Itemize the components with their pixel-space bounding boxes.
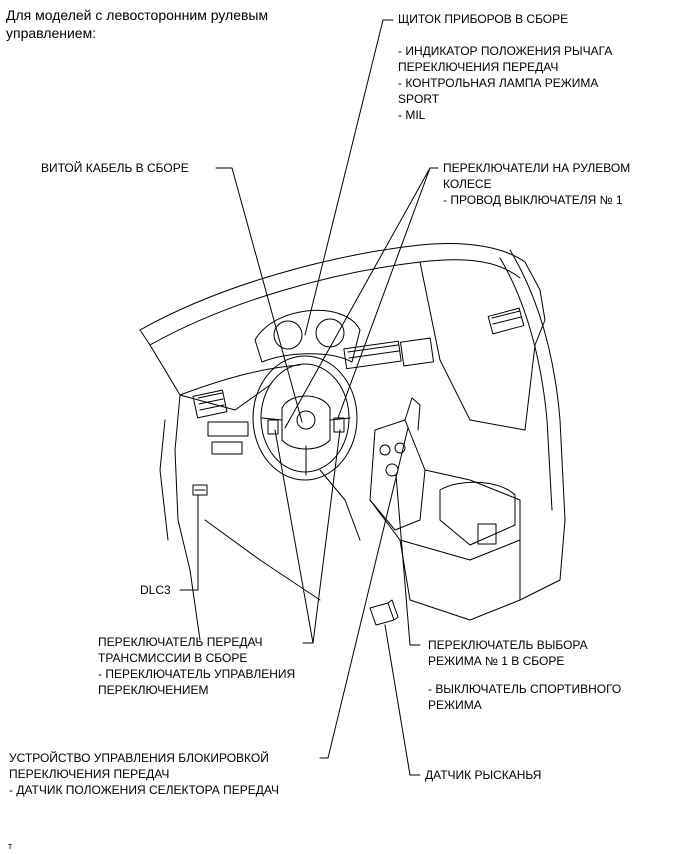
center-vent-slats [347,344,400,359]
steering-emblem [296,410,316,430]
steering-wheel-outer [252,355,358,481]
label-instrument-cluster: ЩИТОК ПРИБОРОВ В СБОРЕ - ИНДИКАТОР ПОЛОЖ… [398,11,612,123]
shift-switch-item-1: - ПЕРЕКЛЮЧАТЕЛЬ УПРАВЛЕНИЯ [98,667,296,681]
shift-lever [404,397,421,431]
cluster-item-1b: ПЕРЕКЛЮЧЕНИЯ ПЕРЕДАЧ [398,60,559,74]
mode-select-item-2: РЕЖИМА [428,698,482,712]
dashboard-top-outline [139,243,546,346]
center-vent-2 [399,337,435,367]
console-tunnel [369,469,521,561]
center-stack [369,419,426,531]
shift-lock-item: - ДАТЧИК ПОЛОЖЕНИЯ СЕЛЕКТОРА ПЕРЕДАЧ [9,783,279,797]
leader-cluster [304,19,394,336]
shift-switch-item-2: ПЕРЕКЛЮЧЕНИЕМ [98,683,209,697]
console-side [399,539,521,621]
left-switch-block [207,421,249,437]
label-yaw-sensor: ДАТЧИК РЫСКАНЬЯ [425,768,542,782]
diagram-heading: Для моделей с левосторонним рулевым упра… [6,6,268,42]
shift-lock-title-1: УСТРОЙСТВО УПРАВЛЕНИЯ БЛОКИРОВКОЙ [9,751,269,765]
console-knob-1 [379,444,391,456]
center-vent [343,340,402,370]
cluster-item-3: - MIL [398,108,426,122]
label-shift-switch: ПЕРЕКЛЮЧАТЕЛЬ ПЕРЕДАЧ ТРАНСМИССИИ В СБОР… [98,634,295,698]
floor-line-right [519,519,566,601]
yaw-sensor [369,599,399,626]
steering-switches-item: - ПРОВОД ВЫКЛЮЧАТЕЛЯ № 1 [443,193,623,207]
leader-shift-switch [274,429,341,644]
shift-switch-title-1: ПЕРЕКЛЮЧАТЕЛЬ ПЕРЕДАЧ [98,635,263,649]
cluster-item-2: - КОНТРОЛЬНАЯ ЛАМПА РЕЖИМА [398,76,599,90]
paddle-right [333,417,345,433]
leader-yaw-sensor [384,624,421,776]
dashboard-lower-line [179,364,301,396]
console-knob-2 [394,442,406,454]
shift-lock-title-2: ПЕРЕКЛЮЧЕНИЯ ПЕРЕДАЧ [9,767,170,781]
cluster-title: ЩИТОК ПРИБОРОВ В СБОРЕ [398,12,569,26]
heading-line-2: управлением: [6,25,97,41]
dlc3-connector [192,484,208,496]
mode-select-title-1: ПЕРЕКЛЮЧАТЕЛЬ ВЫБОРА [428,638,588,652]
left-door-edge [174,394,201,641]
steering-column [319,469,361,541]
console-knob-3 [385,463,399,477]
leader-dlc3 [179,494,199,591]
dashboard-top-edge [149,259,521,346]
right-pillar [509,249,566,521]
floor-line-left [204,519,321,601]
leader-shift-lock [319,427,409,759]
mode-select-title-2: РЕЖИМА № 1 В СБОРЕ [428,654,565,668]
dashboard-face [139,261,536,431]
shift-switch-title-2: ТРАНСМИССИИ В СБОРЕ [98,651,248,665]
steering-hub [281,395,331,450]
meter-hood [254,309,361,363]
steering-switches-title-2: КОЛЕСЕ [443,177,492,191]
leader-mode-select [395,474,421,646]
meter-left [273,320,303,350]
steering-spokes [261,417,351,476]
steering-switches-title-1: ПЕРЕКЛЮЧАТЕЛИ НА РУЛЕВОМ [443,161,631,175]
footer-mark: т [8,841,13,851]
cluster-item-1: - ИНДИКАТОР ПОЛОЖЕНИЯ РЫЧАГА [398,44,613,58]
left-switch-block-2 [211,441,243,455]
mode-select-item-1: - ВЫКЛЮЧАТЕЛЬ СПОРТИВНОГО [428,682,622,696]
left-vent-slats [197,392,225,411]
label-shift-lock: УСТРОЙСТВО УПРАВЛЕНИЯ БЛОКИРОВКОЙ ПЕРЕКЛ… [9,750,279,798]
meter-right [315,318,345,348]
label-dlc3: DLC3 [140,583,171,597]
right-pillar-inner [499,257,553,511]
right-vent-slats [491,310,522,325]
label-steering-switches: ПЕРЕКЛЮЧАТЕЛИ НА РУЛЕВОМ КОЛЕСЕ - ПРОВОД… [443,160,630,208]
label-mode-select: ПЕРЕКЛЮЧАТЕЛЬ ВЫБОРА РЕЖИМА № 1 В СБОРЕ … [428,637,621,713]
left-vent [192,389,228,419]
cluster-item-2b: SPORT [398,92,440,106]
left-door-panel [159,419,169,541]
heading-line-1: Для моделей с левосторонним рулевым [6,7,269,23]
console-armrest [439,481,516,546]
leader-spiral-cable [215,167,303,423]
paddle-left [267,419,279,435]
console-cupholder [477,523,497,545]
leader-steering-switches [284,167,439,429]
label-spiral-cable: ВИТОЙ КАБЕЛЬ В СБОРЕ [41,161,189,175]
